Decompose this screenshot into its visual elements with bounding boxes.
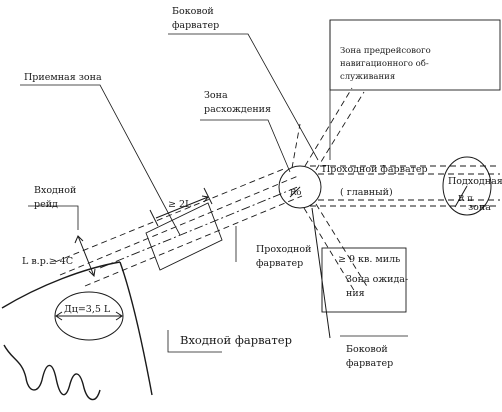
label-entrance-roads-2: рейд — [34, 199, 58, 210]
leader-receiving — [20, 84, 181, 236]
approach-zone-circle — [442, 156, 492, 216]
leader-entrance-fairway — [167, 330, 222, 353]
label-waiting-1: Зона ожида- — [346, 274, 408, 285]
label-approach-2: зона — [468, 202, 491, 213]
leader-side-fairway-top — [168, 33, 319, 161]
label-length-roads: L в.р.≥ 4С — [22, 256, 73, 267]
label-through-fairway-1: Проходной — [256, 244, 311, 255]
diameter-arrow-right — [115, 311, 123, 321]
label-entrance-roads-1: Входной — [34, 185, 76, 196]
dim-lvr-line — [77, 235, 95, 277]
side-fairway-upper-a — [304, 87, 353, 167]
fairway-edge-outer — [54, 167, 287, 263]
label-divergence-2: расхождения — [204, 104, 271, 115]
label-divergence-1: Зона — [204, 90, 228, 101]
leader-divergence — [200, 119, 291, 173]
label-radius-approach: R п — [458, 194, 473, 204]
fairway-edge-upper — [59, 175, 299, 276]
label-side-fairway-bottom-1: Боковой — [346, 344, 388, 355]
side-fairway-upper-c — [291, 123, 301, 169]
leader-entrance-roads — [28, 205, 79, 230]
side-fairway-lower-c — [311, 207, 331, 339]
waiting-zone-box — [321, 247, 407, 313]
label-side-fairway-top-1: Боковой — [172, 6, 214, 17]
label-length-2l: ≥ 2L — [168, 199, 192, 210]
label-through-main-1: Проходной фарватер — [322, 164, 428, 175]
approach-radius — [454, 185, 468, 208]
coastline — [1, 261, 121, 309]
coastline-lower — [119, 261, 153, 396]
divergence-zone-circle — [278, 165, 322, 209]
label-through-main-2: ( главный) — [340, 187, 393, 198]
side-fairway-lower-b — [315, 203, 369, 289]
label-receiving-zone: Приемная зона — [24, 72, 102, 83]
dim-lvr-arrow-top — [74, 235, 84, 244]
pre-voyage-box — [329, 19, 501, 91]
label-approach-1: Подходная — [448, 176, 502, 187]
side-fairway-lower-a — [303, 207, 356, 293]
dim-2l-tick-left — [149, 209, 159, 227]
label-side-fairway-top-2: фарватер — [172, 20, 219, 31]
label-pre-voyage-2: навигационного об- — [340, 58, 429, 69]
label-nine-miles: ≥ 9 кв. миль — [338, 254, 400, 265]
label-side-fairway-bottom-2: фарватер — [346, 358, 393, 369]
coastline-wavy-edge — [3, 344, 101, 401]
label-entrance-fairway: Входной фарватер — [180, 333, 292, 347]
label-waiting-2: ния — [346, 288, 365, 299]
receiving-zone-rect — [145, 202, 223, 271]
dim-2l-line — [155, 196, 209, 219]
label-pre-voyage-1: Зона предрейсового — [340, 46, 431, 56]
fairway-edge-lower — [84, 195, 303, 287]
label-pre-voyage-3: служивания — [340, 72, 395, 82]
label-radius-divergence: Rо — [290, 188, 302, 198]
label-through-fairway-2: фарватер — [256, 258, 303, 269]
dim-2l-tick-right — [203, 187, 213, 205]
divergence-radius — [289, 186, 301, 198]
diameter-arrow-left — [55, 311, 63, 321]
dim-lvr-arrow-bot — [88, 268, 96, 278]
label-diameter: Дц=3,5 L — [64, 304, 111, 315]
side-fairway-upper-b — [315, 91, 365, 171]
entrance-roads-ellipse — [54, 291, 124, 341]
fairway-centerline — [99, 185, 301, 269]
